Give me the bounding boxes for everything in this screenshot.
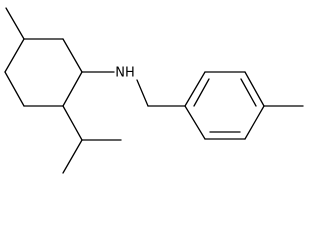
bond-isopropyl-ch bbox=[62, 105, 83, 141]
bond-ring-2 bbox=[62, 38, 83, 73]
bond-n-ch2 bbox=[136, 79, 149, 107]
bond-benzene-double-1 bbox=[193, 78, 210, 107]
bond-benzene-6 bbox=[184, 105, 206, 140]
bond-benzene-3 bbox=[244, 71, 265, 107]
amine-nh-label: NH bbox=[115, 66, 135, 81]
bond-ring-6 bbox=[4, 38, 25, 73]
bonds bbox=[4, 7, 304, 174]
bond-benzene-1 bbox=[184, 71, 206, 107]
bond-isopropyl-me2 bbox=[62, 139, 83, 174]
bond-benzene-4 bbox=[244, 105, 265, 140]
bond-benzene-double-2 bbox=[240, 78, 257, 107]
chemical-structure: NH bbox=[4, 7, 304, 174]
bond-ring-3 bbox=[62, 71, 83, 107]
bond-ring-5 bbox=[4, 71, 25, 107]
bond-ring-methyl bbox=[5, 7, 25, 40]
